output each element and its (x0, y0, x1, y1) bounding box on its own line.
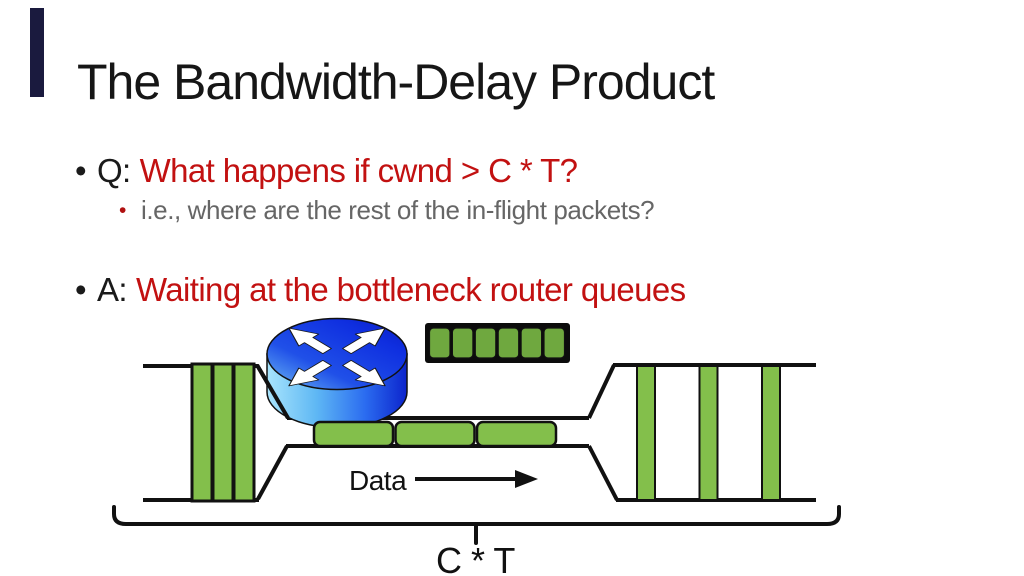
router-arrows-icon (288, 327, 386, 387)
bullet-question: •Q:What happens if cwnd > C * T? (75, 152, 578, 189)
left-edge-bar (30, 8, 44, 97)
packet (211, 362, 235, 503)
packet (520, 327, 543, 359)
question-prefix: Q: (96, 152, 131, 189)
answer-prefix: A: (96, 271, 128, 308)
question-text: What happens if cwnd > C * T? (139, 152, 578, 189)
sub-bullet-text: i.e., where are the rest of the in-fligh… (140, 195, 655, 225)
packet (475, 420, 558, 448)
right-spread-packets (636, 365, 781, 501)
bullet-dot: • (75, 152, 87, 189)
bullet-question-sub: • i.e., where are the rest of the in-flig… (119, 195, 655, 226)
packet (312, 420, 395, 448)
packet (451, 327, 474, 359)
packet (428, 327, 451, 359)
router-queue-box (425, 323, 570, 363)
left-queue-packets (190, 362, 256, 503)
bottleneck-packets (312, 420, 558, 448)
slide-title: The Bandwidth-Delay Product (77, 54, 715, 110)
ct-brace (112, 505, 841, 545)
bullet-dot: • (75, 271, 87, 308)
packet (543, 327, 566, 359)
packet (190, 362, 214, 503)
data-flow-arrow (415, 470, 538, 488)
router-queue-cells (428, 327, 566, 359)
answer-text: Waiting at the bottleneck router queues (135, 271, 686, 308)
router-icon (255, 317, 408, 429)
data-label: Data (349, 465, 407, 496)
packet (394, 420, 476, 448)
packet (474, 327, 497, 359)
bullet-answer: •A:Waiting at the bottleneck router queu… (75, 271, 686, 308)
packet (698, 365, 719, 501)
packet (761, 365, 781, 501)
packet (232, 362, 256, 503)
packet (636, 365, 656, 501)
ct-label: C * T (436, 540, 515, 576)
packet (497, 327, 520, 359)
sub-bullet-dot: • (119, 199, 126, 222)
